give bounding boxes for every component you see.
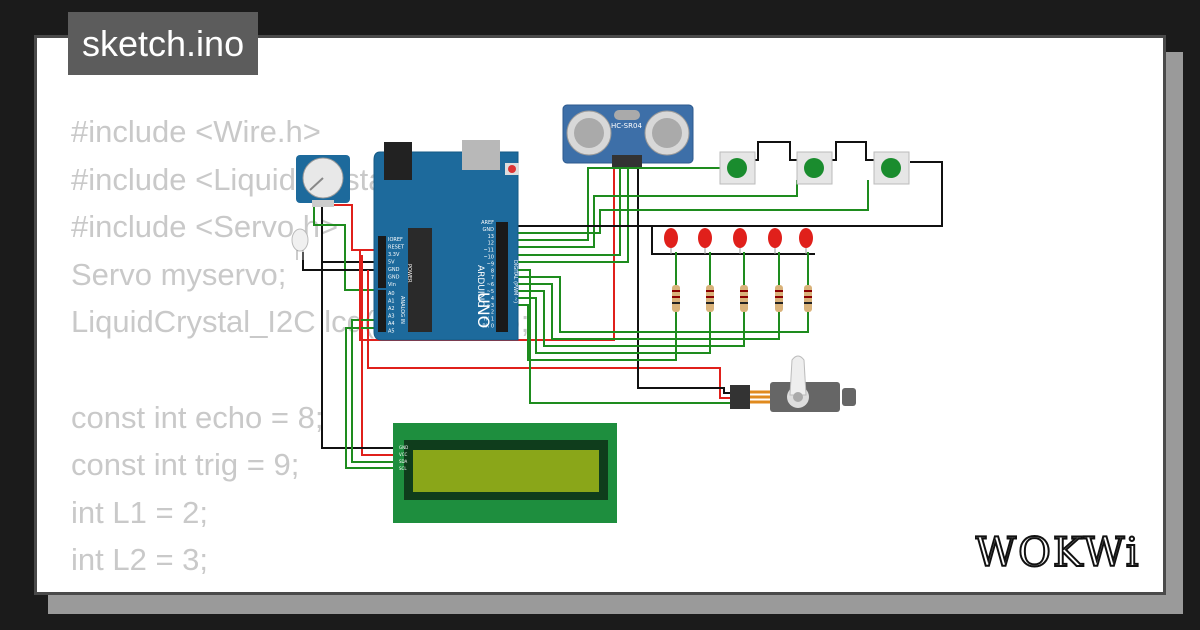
power-pin-label: IOREF bbox=[388, 237, 403, 243]
code-line: const int trig = 9; bbox=[71, 447, 300, 483]
wire-res-3 bbox=[518, 290, 745, 347]
red-led-5[interactable] bbox=[799, 228, 813, 254]
power-pin-label: RESET bbox=[388, 245, 405, 251]
wire-us-echo bbox=[518, 168, 629, 263]
digital-pin-label: ~9 bbox=[487, 261, 494, 267]
digital-pin-label: 4 bbox=[491, 296, 494, 302]
wire-btn-2 bbox=[518, 180, 798, 248]
analog-pin-label: A5 bbox=[388, 329, 395, 335]
board-name-text: ARDUINO bbox=[475, 265, 485, 307]
wire-scl bbox=[345, 327, 393, 469]
digital-pin-label: AREF bbox=[481, 220, 494, 226]
digital-pin-label: ~10 bbox=[483, 255, 494, 261]
wire-gnd-lcd bbox=[321, 262, 393, 449]
file-tab-title[interactable]: sketch.ino bbox=[68, 12, 259, 75]
wire-btn-link-2 bbox=[832, 141, 874, 161]
power-pin-label: GND bbox=[388, 267, 400, 273]
analog-pin-label: A1 bbox=[388, 299, 395, 305]
ultrasonic-label: HC-SR04 bbox=[611, 122, 642, 130]
power-section-label: POWER bbox=[406, 264, 412, 283]
servo-motor[interactable] bbox=[730, 355, 856, 412]
wire-res-5 bbox=[518, 276, 809, 333]
potentiometer[interactable] bbox=[296, 155, 350, 207]
power-pin-label: GND bbox=[388, 275, 400, 281]
resistor-2[interactable] bbox=[706, 285, 714, 312]
code-line: #include <Wire.h> bbox=[71, 114, 321, 149]
code-line: int L1 = 2; bbox=[71, 494, 209, 530]
wire-btn-1 bbox=[518, 167, 720, 241]
wire-btn-gnd bbox=[518, 161, 943, 227]
lcd-pin-labels: GND VCC SDA SCL bbox=[399, 445, 408, 471]
code-line: int L3 = 4; bbox=[71, 584, 529, 592]
wire-servo-signal bbox=[518, 269, 732, 404]
wire-btn-link-1 bbox=[755, 141, 797, 161]
wire-res-4 bbox=[518, 283, 780, 340]
resistor-5[interactable] bbox=[804, 285, 812, 312]
red-led-1[interactable] bbox=[664, 228, 678, 254]
wire-btn-3 bbox=[518, 180, 869, 234]
analog-pin-label: A4 bbox=[388, 321, 395, 327]
lcd-1602-i2c[interactable]: GND VCC SDA SCL bbox=[393, 423, 617, 523]
digital-pin-label: 13 bbox=[488, 234, 494, 240]
analog-pin-label: A3 bbox=[388, 314, 395, 320]
wire-led-gnd bbox=[651, 226, 815, 255]
wire-us-gnd bbox=[637, 168, 732, 394]
code-line: const int echo = 8; bbox=[71, 399, 324, 435]
code-line: int L2 = 3; bbox=[71, 542, 209, 578]
board-model-text: UNO bbox=[474, 292, 493, 328]
arduino-uno-board[interactable]: ARDUINO UNO POWER ANALOG IN DIGITAL (PWM… bbox=[373, 140, 519, 341]
digital-section-label: DIGITAL (PWM ~) bbox=[512, 260, 518, 303]
wire-us-trig bbox=[518, 168, 621, 256]
digital-pin-label: RX 0 bbox=[482, 324, 494, 330]
lcd-pin-label: SDA bbox=[399, 459, 408, 464]
wokwi-logo: WOKWi bbox=[975, 529, 1141, 577]
digital-pin-label: GND bbox=[483, 227, 495, 233]
analog-section-label: ANALOG IN bbox=[399, 296, 405, 324]
lcd-pin-label: GND bbox=[399, 445, 408, 450]
digital-pin-label: 7 bbox=[491, 275, 494, 281]
code-line: Servo myservo; bbox=[71, 256, 287, 292]
wire-sda bbox=[351, 319, 393, 463]
resistor-4[interactable] bbox=[775, 285, 783, 312]
small-led-white[interactable] bbox=[291, 228, 309, 260]
wire-res-1 bbox=[518, 304, 677, 361]
wires bbox=[302, 141, 943, 469]
pushbutton-1[interactable] bbox=[719, 151, 756, 185]
wokwi-logo-text: WOKWi bbox=[975, 530, 1141, 576]
resistor-3[interactable] bbox=[740, 285, 748, 312]
digital-pin-label: ~3 bbox=[487, 303, 494, 309]
wire-5v-servo bbox=[367, 270, 732, 399]
analog-pin-label: A0 bbox=[388, 291, 395, 297]
red-led-2[interactable] bbox=[698, 228, 712, 254]
lcd-pin-label: SCL bbox=[399, 466, 407, 471]
digital-pin-label: ~5 bbox=[487, 289, 494, 295]
digital-pin-label: 8 bbox=[491, 268, 494, 274]
pushbutton-3[interactable] bbox=[873, 151, 910, 185]
wire-pot-red bbox=[330, 204, 384, 251]
digital-pin-label: ~11 bbox=[483, 248, 494, 254]
power-pin-label: Vin bbox=[388, 282, 396, 288]
digital-pin-label: 12 bbox=[488, 241, 494, 247]
digital-pin-label: TX 1 bbox=[482, 317, 494, 323]
red-led-3[interactable] bbox=[733, 228, 747, 254]
pushbutton-2[interactable] bbox=[796, 151, 833, 185]
lcd-pin-label: VCC bbox=[399, 452, 408, 457]
digital-pin-label: ~6 bbox=[487, 282, 494, 288]
resistor-1[interactable] bbox=[672, 285, 680, 312]
wire-pot-green bbox=[313, 205, 384, 291]
ultrasonic-sensor-hc-sr04[interactable]: HC-SR04 bbox=[562, 104, 694, 167]
wire-5v-lcd bbox=[361, 255, 393, 456]
digital-pin-label: 2 bbox=[491, 310, 494, 316]
power-pin-label: 3.3V bbox=[388, 252, 400, 258]
red-led-4[interactable] bbox=[768, 228, 782, 254]
analog-pin-label: A2 bbox=[388, 306, 395, 312]
power-pin-label: 5V bbox=[388, 260, 395, 266]
